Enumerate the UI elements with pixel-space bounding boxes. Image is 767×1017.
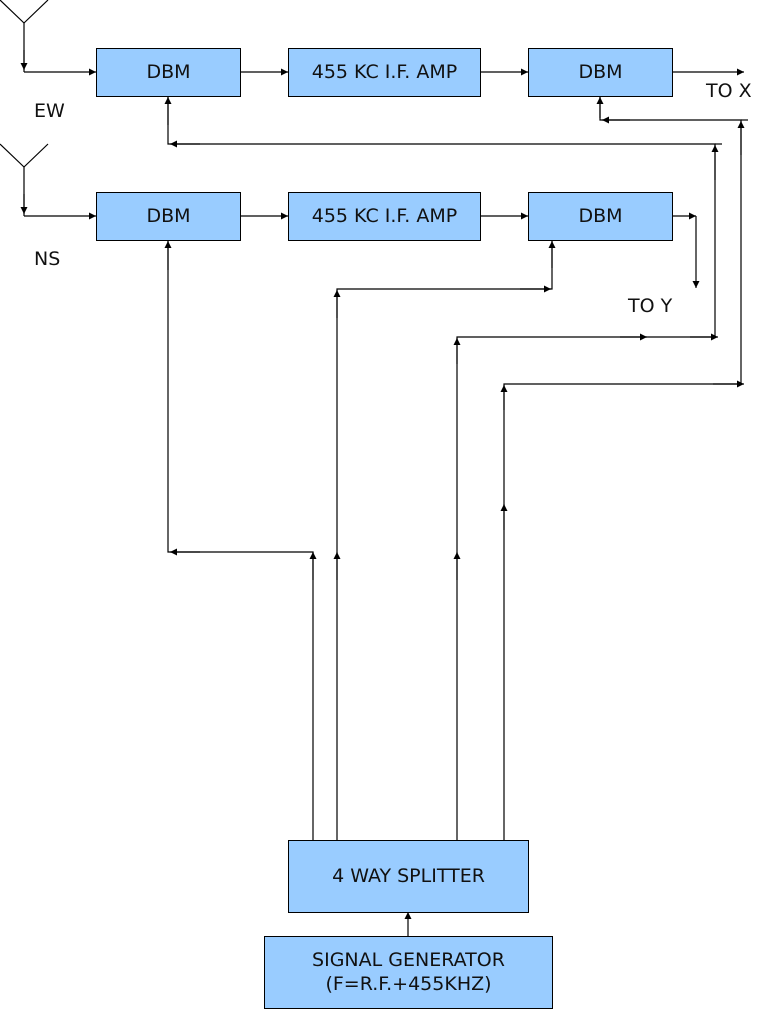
to-x-label: TO X [706,80,752,102]
signal-generator-frequency: (F=R.F.+455KHZ) [325,972,492,995]
splitter-label: 4 WAY SPLITTER [332,864,485,887]
signal-generator-block: SIGNAL GENERATOR (F=R.F.+455KHZ) [264,936,553,1009]
ew-label: EW [34,100,65,122]
ns-if-amp-block: 455 KC I.F. AMP [288,192,481,241]
ew-if-amp-label: 455 KC I.F. AMP [311,60,458,83]
ns-if-amp-label: 455 KC I.F. AMP [311,204,458,227]
ns-label: NS [34,248,61,270]
ns-dbm1-label: DBM [146,204,191,227]
splitter-to-ns-dbm2 [336,240,553,840]
ew-dbm2-label: DBM [578,60,623,83]
ew-dbm2-block: DBM [528,48,673,97]
ns-dbm2-label: DBM [578,204,623,227]
ew-if-amp-block: 455 KC I.F. AMP [288,48,481,97]
splitter-block: 4 WAY SPLITTER [288,840,529,913]
splitter-to-ns-dbm1 [167,240,314,840]
ns-antenna-icon [0,143,49,216]
ew-dbm1-label: DBM [146,60,191,83]
ns-dbm2-block: DBM [528,192,673,241]
ns-dbm1-block: DBM [96,192,241,241]
splitter-to-ew-dbm1 [167,96,716,840]
to-y-label: TO Y [628,295,673,317]
signal-generator-label: SIGNAL GENERATOR [312,948,505,971]
ew-dbm1-block: DBM [96,48,241,97]
ew-antenna-icon [0,0,49,72]
